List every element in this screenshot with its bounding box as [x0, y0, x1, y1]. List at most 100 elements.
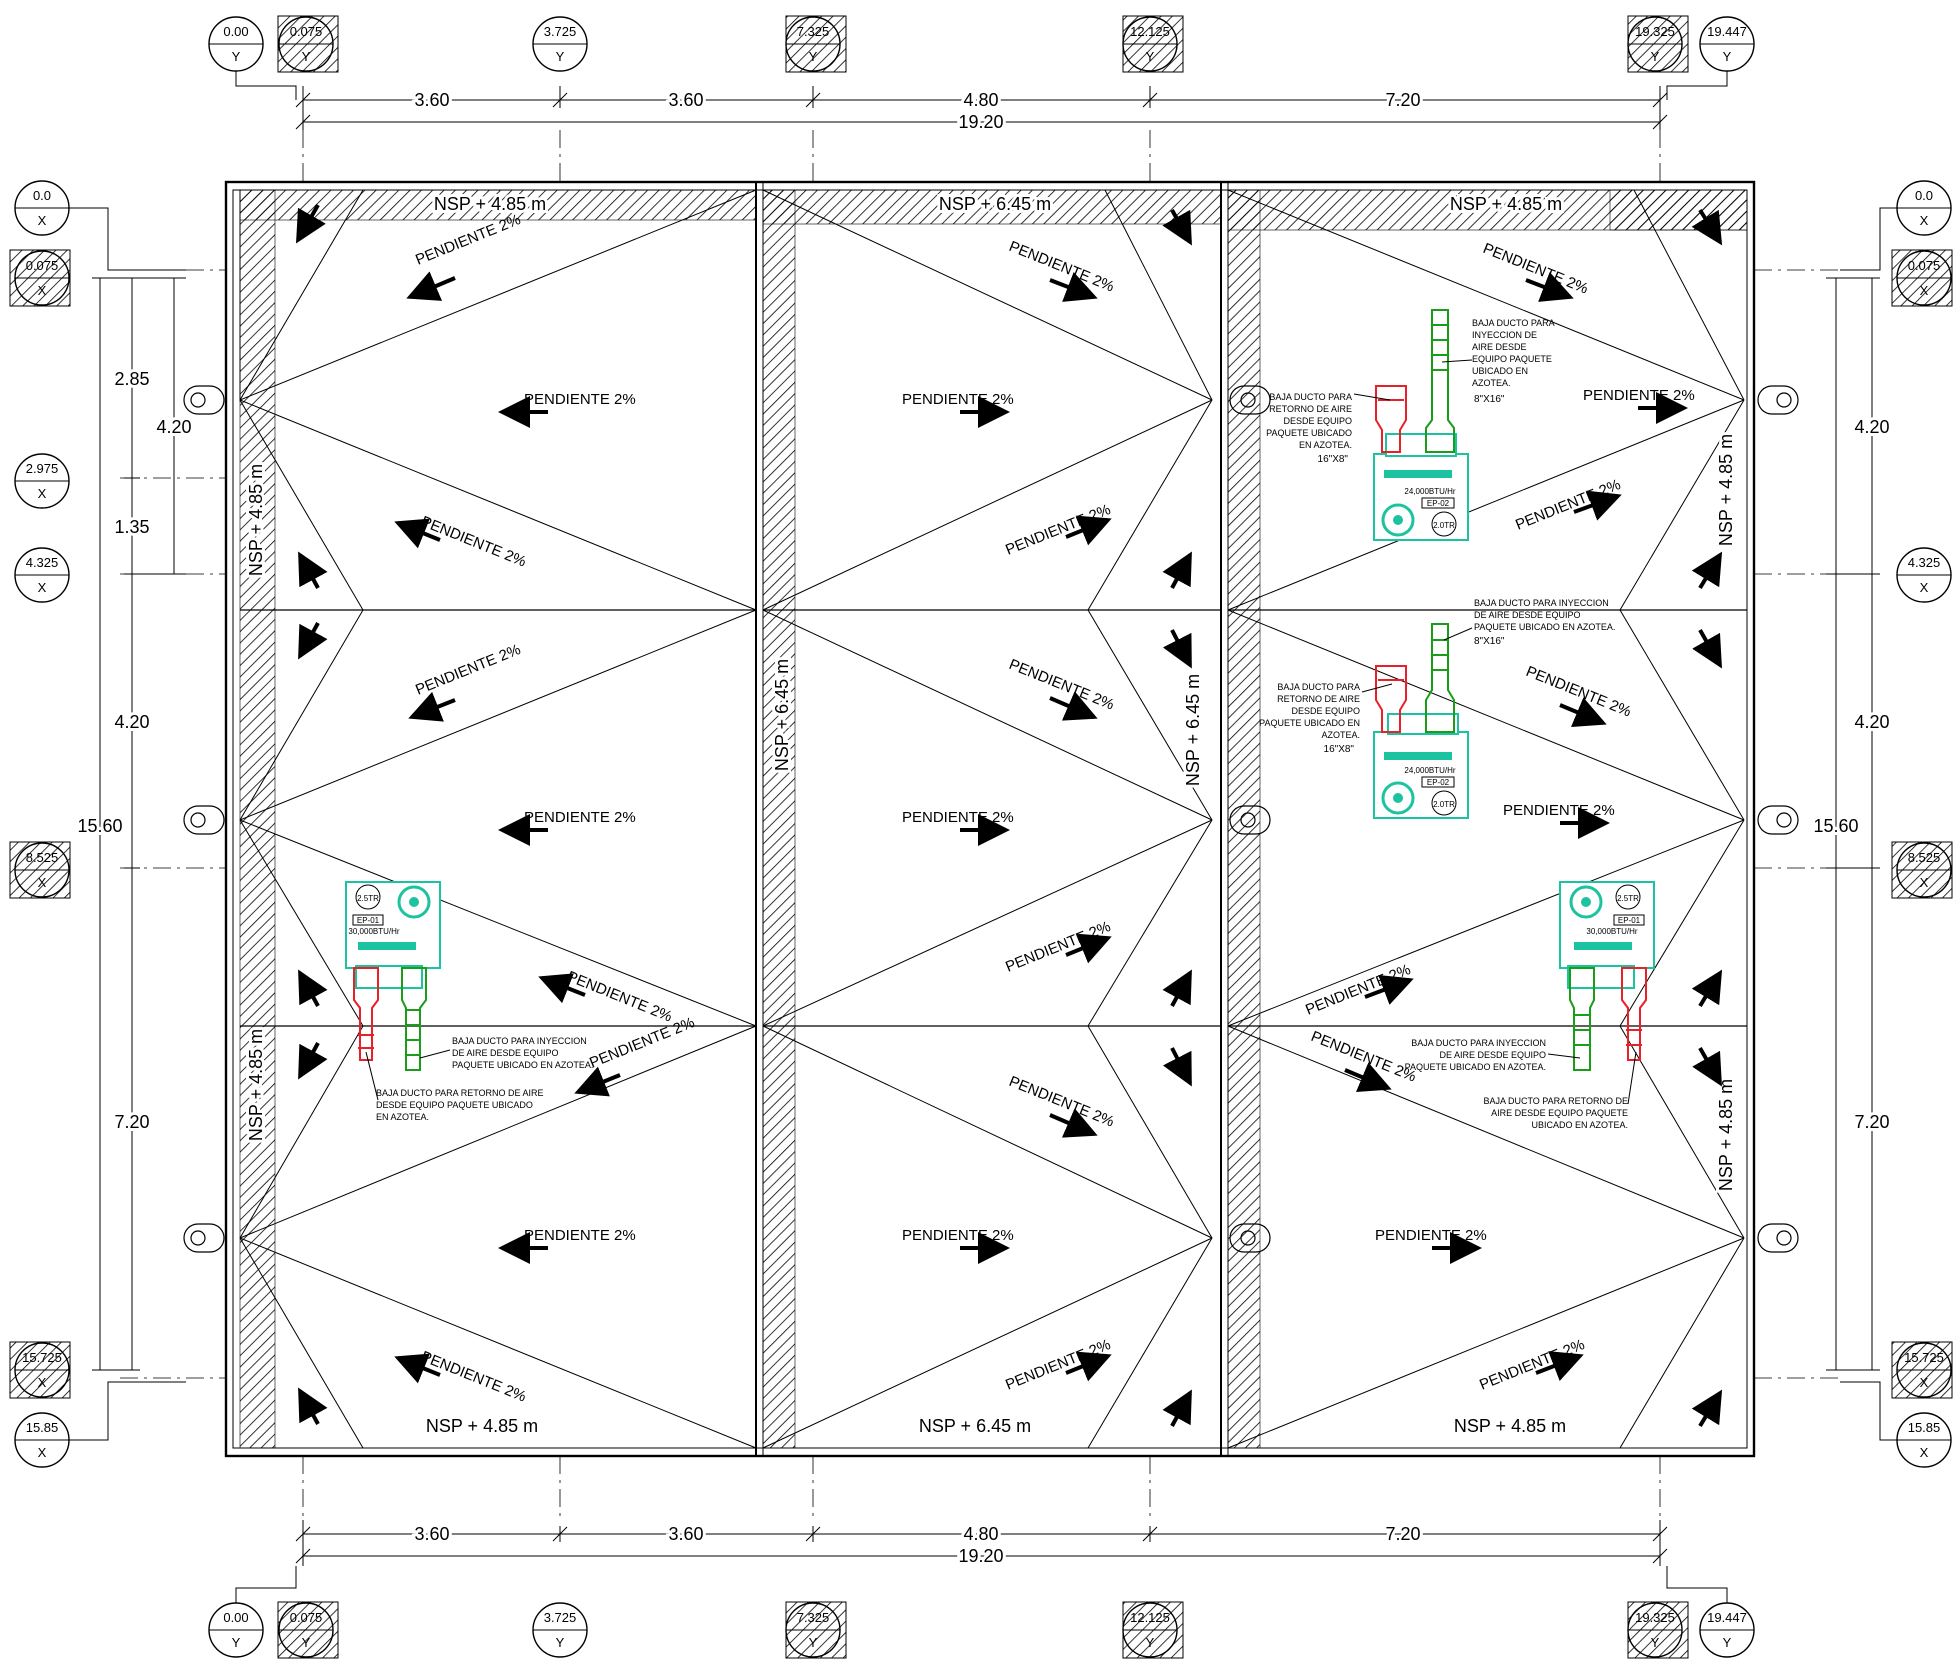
dim-bottom-span-3: 4.80 [963, 1524, 998, 1544]
svg-text:0.075: 0.075 [26, 258, 59, 273]
grid-bubble-top-y000: 0.00 Y [208, 16, 297, 100]
edge-flow-arrows [296, 204, 1723, 1428]
slope-arrow-l5: PENDIENTE 2% [498, 809, 636, 846]
slope-lines [239, 189, 1745, 1449]
svg-text:Y: Y [809, 1635, 818, 1650]
svg-text:X: X [38, 283, 47, 298]
svg-text:30,000BTU/Hr: 30,000BTU/Hr [348, 927, 399, 936]
svg-text:PENDIENTE 2%: PENDIENTE 2% [413, 641, 523, 699]
svg-text:PENDIENTE 2%: PENDIENTE 2% [524, 1227, 636, 1244]
svg-text:16"X8": 16"X8" [1324, 744, 1355, 755]
level-labels: NSP + 4.85 m NSP + 6.45 m NSP + 4.85 m N… [243, 191, 1739, 1436]
grid-bubble-bottom-y000: 0.00 Y [208, 1566, 297, 1658]
svg-text:Y: Y [302, 1635, 311, 1650]
slope-arrow-r9: PENDIENTE 2% [1477, 1336, 1587, 1394]
svg-text:X: X [38, 1445, 47, 1460]
duct-supply-upper [1425, 309, 1455, 453]
svg-text:8"X16": 8"X16" [1474, 636, 1505, 647]
svg-text:X: X [1920, 1445, 1929, 1460]
svg-text:7.325: 7.325 [797, 24, 830, 39]
svg-text:EP-01: EP-01 [1618, 916, 1641, 925]
grid-bubble-right-x15725: 15.725 X [1891, 1341, 1953, 1399]
grid-bubble-right-x4325: 4.325 X [1896, 547, 1952, 603]
slope-arrow-l3: PENDIENTE 2% [394, 513, 528, 571]
grid-bubble-right-x00: 0.0 X [1840, 180, 1952, 271]
level-left-top: NSP + 4.85 m [434, 194, 546, 214]
svg-text:3.725: 3.725 [544, 24, 577, 39]
slope-arrow-r8: PENDIENTE 2% [1375, 1227, 1487, 1264]
svg-text:2.0TR: 2.0TR [1433, 800, 1455, 809]
duct-return-middle [1375, 665, 1407, 733]
grid-bubble-top-y19325: 19.325 Y [1627, 15, 1689, 73]
svg-text:24,000BTU/Hr: 24,000BTU/Hr [1404, 487, 1455, 496]
svg-text:X: X [1920, 580, 1929, 595]
svg-text:EP-01: EP-01 [357, 916, 380, 925]
svg-text:PENDIENTE 2%: PENDIENTE 2% [1003, 918, 1113, 976]
svg-text:X: X [1920, 1375, 1929, 1390]
slope-arrow-r7: PENDIENTE 2% [1309, 1028, 1418, 1092]
dim-left-mid: 4.20 [156, 417, 191, 437]
svg-text:0.00: 0.00 [223, 24, 248, 39]
dimension-top [295, 86, 1668, 130]
svg-text:0.075: 0.075 [1908, 258, 1941, 273]
dim-bottom-span-1: 3.60 [414, 1524, 449, 1544]
svg-text:PENDIENTE 2%: PENDIENTE 2% [1583, 387, 1695, 404]
dim-right-span-3: 7.20 [1854, 1112, 1889, 1132]
svg-text:PENDIENTE 2%: PENDIENTE 2% [565, 968, 675, 1026]
svg-text:PENDIENTE 2%: PENDIENTE 2% [902, 1227, 1014, 1244]
svg-text:12.125: 12.125 [1130, 24, 1170, 39]
svg-text:19.325: 19.325 [1635, 24, 1675, 39]
dim-left-span-1: 2.85 [114, 369, 149, 389]
svg-text:X: X [1920, 875, 1929, 890]
level-left-vert-a: NSP + 4.85 m [246, 464, 266, 576]
svg-text:12.125: 12.125 [1130, 1610, 1170, 1625]
svg-text:15.85: 15.85 [26, 1420, 59, 1435]
grid-bubble-bottom-y19447: 19.447 Y [1666, 1566, 1755, 1658]
svg-text:8.525: 8.525 [1908, 850, 1941, 865]
svg-text:PENDIENTE 2%: PENDIENTE 2% [419, 1348, 529, 1406]
slope-arrow-m9: PENDIENTE 2% [1003, 1336, 1113, 1394]
grid-bubble-bottom-y3725: 3.725 Y [532, 1602, 588, 1658]
duct-supply-left [401, 967, 427, 1071]
downspouts [183, 385, 1799, 1253]
svg-text:PENDIENTE 2%: PENDIENTE 2% [524, 809, 636, 826]
svg-text:X: X [1920, 213, 1929, 228]
svg-text:2.0TR: 2.0TR [1433, 521, 1455, 530]
duct-supply-right [1569, 967, 1595, 1071]
equipment-ep01-left: 2.5TR EP-01 30,000BTU/Hr [345, 881, 441, 989]
svg-text:30,000BTU/Hr: 30,000BTU/Hr [1586, 927, 1637, 936]
grid-bubble-right-x0075: 0.075 X [1891, 249, 1953, 307]
dim-left-span-3: 4.20 [114, 712, 149, 732]
svg-text:15.725: 15.725 [1904, 1350, 1944, 1365]
level-left-bottom: NSP + 4.85 m [426, 1416, 538, 1436]
slope-arrow-l4: PENDIENTE 2% [408, 641, 523, 722]
equipment-ep02-upper: 24,000BTU/Hr EP-02 2.0TR [1373, 433, 1469, 541]
svg-text:PENDIENTE 2%: PENDIENTE 2% [902, 809, 1014, 826]
level-right-bottom: NSP + 4.85 m [1454, 1416, 1566, 1436]
svg-text:PENDIENTE 2%: PENDIENTE 2% [1503, 802, 1615, 819]
grid-bubble-bottom-y12125: 12.125 Y [1122, 1601, 1184, 1659]
dim-top-total: 19.20 [958, 112, 1003, 132]
svg-text:PENDIENTE 2%: PENDIENTE 2% [1007, 238, 1117, 296]
svg-text:3.725: 3.725 [544, 1610, 577, 1625]
grid-bubble-left-x00: 0.0 X [14, 180, 186, 271]
grid-bubble-bottom-y19325: 19.325 Y [1627, 1601, 1689, 1659]
slope-arrow-m8: PENDIENTE 2% [902, 1227, 1014, 1264]
svg-text:X: X [38, 1375, 47, 1390]
svg-text:X: X [38, 875, 47, 890]
dim-bottom-span-4: 7.20 [1385, 1524, 1420, 1544]
grid-bubble-left-x8525: 8.525 X [9, 841, 71, 899]
svg-text:Y: Y [302, 49, 311, 64]
svg-text:Y: Y [232, 1635, 241, 1650]
level-right-top: NSP + 4.85 m [1450, 194, 1562, 214]
dim-right-span-2: 4.20 [1854, 712, 1889, 732]
level-mid-top: NSP + 6.45 m [939, 194, 1051, 214]
svg-text:Y: Y [1146, 1635, 1155, 1650]
svg-text:X: X [38, 486, 47, 501]
svg-text:0.00: 0.00 [223, 1610, 248, 1625]
